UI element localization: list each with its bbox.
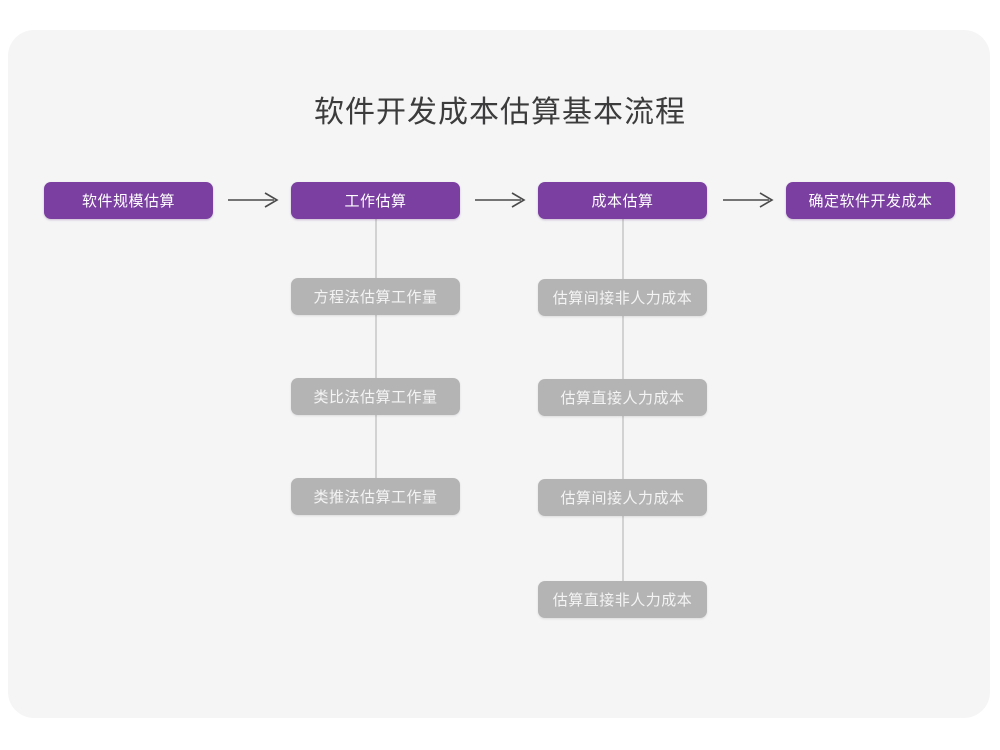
- stage-node-effort-estimation[interactable]: 工作估算: [291, 182, 460, 219]
- substep-node-direct-labor-cost[interactable]: 估算直接人力成本: [538, 379, 707, 416]
- stage-node-software-scale-estimation[interactable]: 软件规模估算: [44, 182, 213, 219]
- arrow-right-icon: [473, 189, 529, 211]
- substep-node-effort-inference-method[interactable]: 类推法估算工作量: [291, 478, 460, 515]
- arrow-right-icon: [226, 189, 282, 211]
- diagram-card: [8, 30, 990, 718]
- stage-node-determine-development-cost[interactable]: 确定软件开发成本: [786, 182, 955, 219]
- substep-node-direct-non-labor-cost[interactable]: 估算直接非人力成本: [538, 581, 707, 618]
- connector-line-effort: [375, 218, 377, 496]
- substep-node-effort-equation-method[interactable]: 方程法估算工作量: [291, 278, 460, 315]
- substep-node-effort-analogy-method[interactable]: 类比法估算工作量: [291, 378, 460, 415]
- substep-node-indirect-non-labor-cost[interactable]: 估算间接非人力成本: [538, 279, 707, 316]
- stage-node-cost-estimation[interactable]: 成本估算: [538, 182, 707, 219]
- arrow-right-icon: [721, 189, 777, 211]
- page-title: 软件开发成本估算基本流程: [314, 96, 686, 129]
- substep-node-indirect-labor-cost[interactable]: 估算间接人力成本: [538, 479, 707, 516]
